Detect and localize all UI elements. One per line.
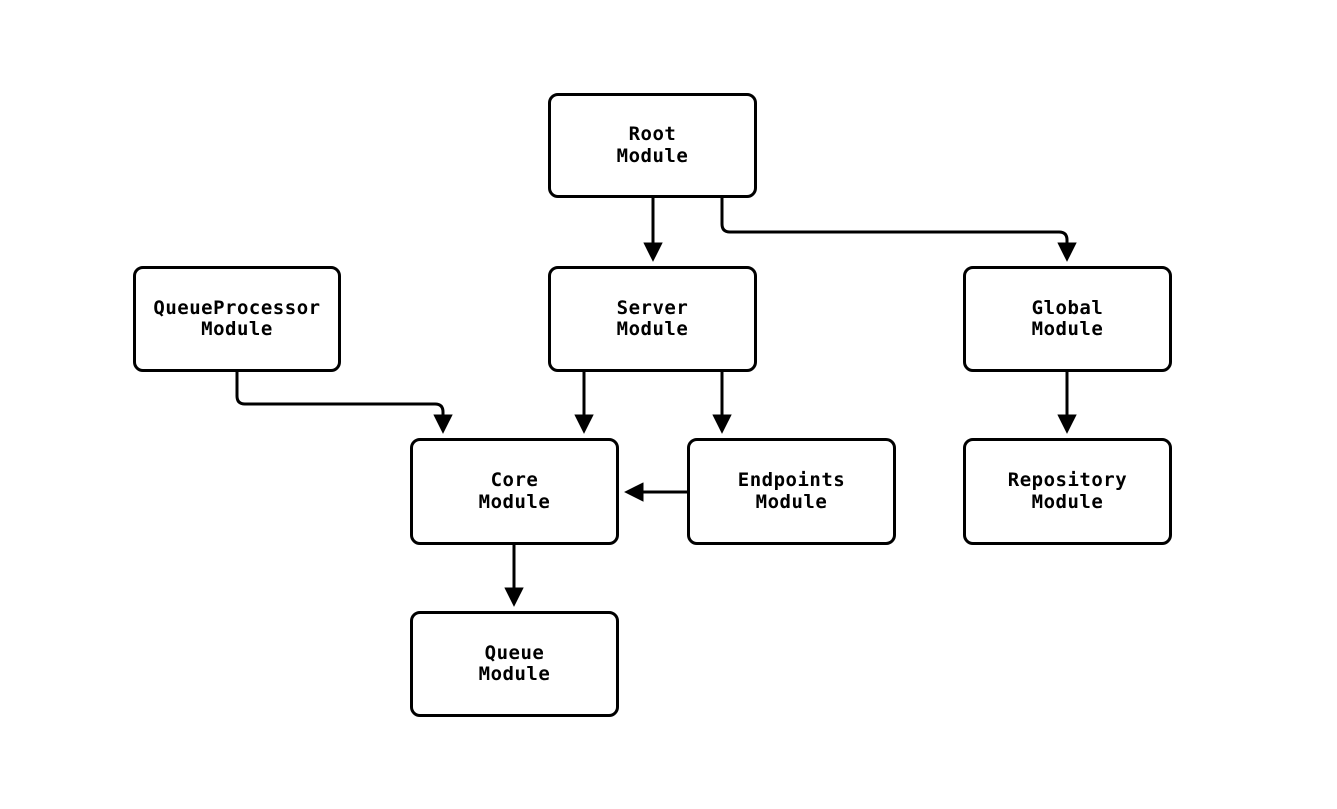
- node-core-module: Core Module: [410, 438, 619, 545]
- node-global-module: Global Module: [963, 266, 1172, 372]
- node-queueprocessor-module-label: QueueProcessor Module: [153, 296, 321, 340]
- edge-root-to-global: [720, 198, 1077, 262]
- node-server-module: Server Module: [548, 266, 757, 372]
- node-queue-module: Queue Module: [410, 611, 619, 717]
- node-server-module-label: Server Module: [616, 296, 689, 340]
- node-queue-module-label: Queue Module: [478, 641, 551, 685]
- node-repository-module-label: Repository Module: [1007, 469, 1128, 513]
- node-core-module-label: Core Module: [478, 469, 551, 513]
- node-root-module: Root Module: [548, 93, 757, 198]
- node-endpoints-module-label: Endpoints Module: [737, 469, 846, 513]
- node-global-module-label: Global Module: [1031, 296, 1104, 340]
- node-endpoints-module: Endpoints Module: [687, 438, 896, 545]
- node-repository-module: Repository Module: [963, 438, 1172, 545]
- node-queueprocessor-module: QueueProcessor Module: [133, 266, 341, 372]
- node-root-module-label: Root Module: [616, 123, 689, 167]
- edge-queueprocessor-to-core: [235, 372, 453, 434]
